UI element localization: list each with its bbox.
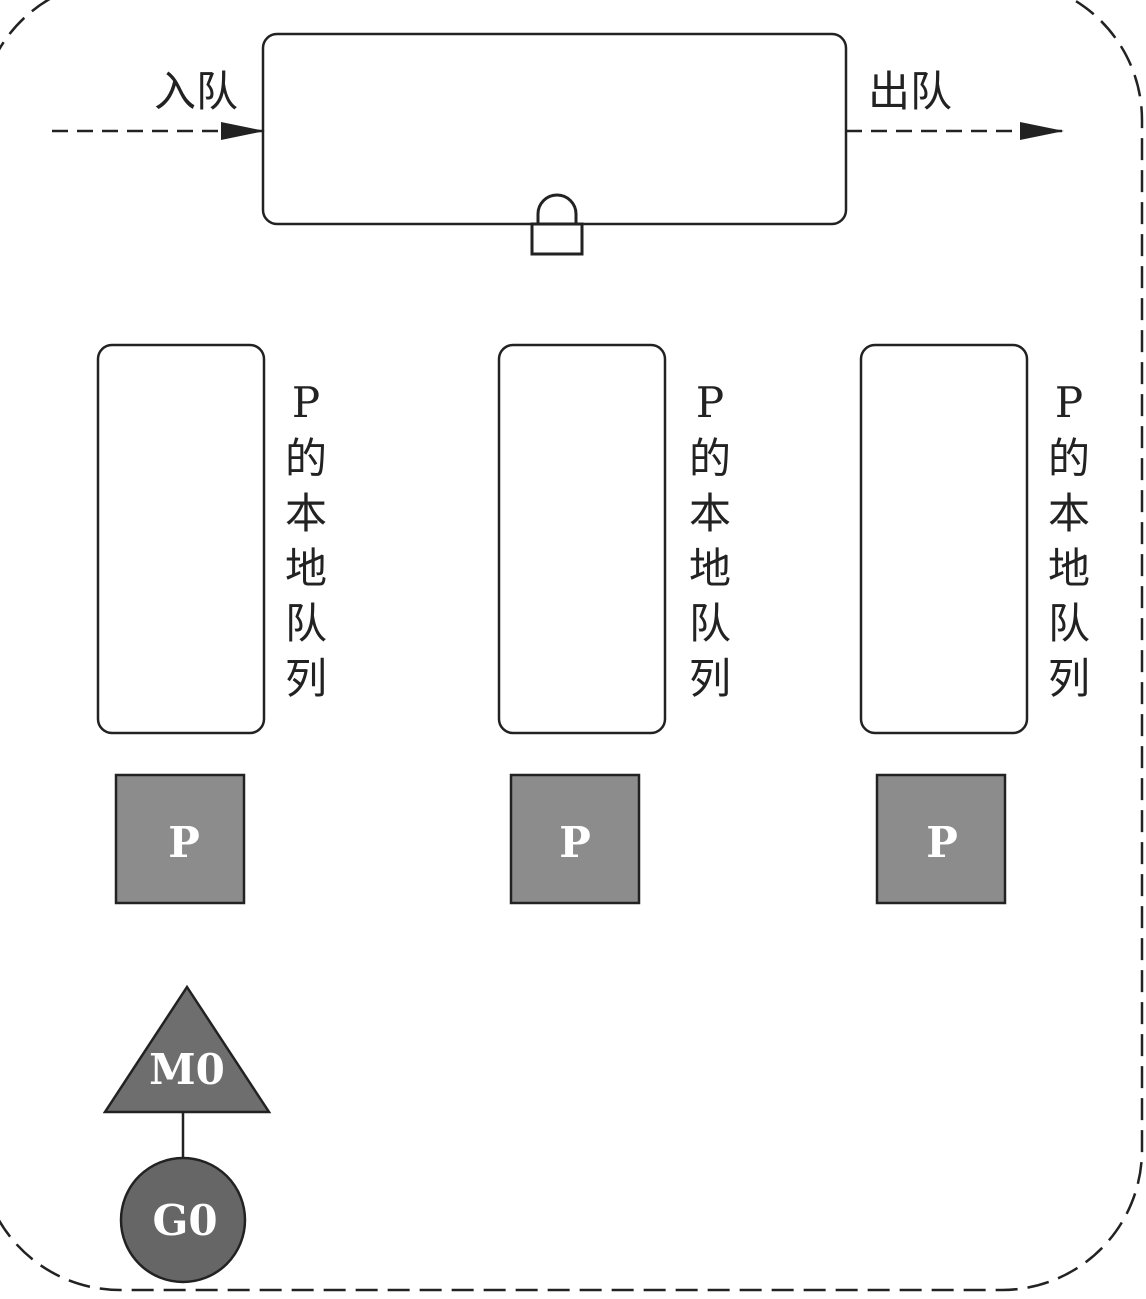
local-queue-label-char: 的 xyxy=(285,434,327,483)
local-queue-label-char: 本 xyxy=(285,489,327,538)
goroutine-circle xyxy=(119,1156,247,1284)
local-queue-label-char: 地 xyxy=(689,544,731,593)
local-queue-label-char: 列 xyxy=(1048,654,1090,703)
local-queue-label-char: 列 xyxy=(285,654,327,703)
local-queue-label-char: 本 xyxy=(1048,489,1090,538)
local-queue-box xyxy=(96,343,266,735)
processor-1: P xyxy=(114,773,246,905)
local-queue-box xyxy=(859,343,1029,735)
processor-box xyxy=(114,773,246,905)
lock-icon xyxy=(530,193,584,256)
local-queue-label-char: 队 xyxy=(689,599,731,648)
goroutine-label: G0 xyxy=(152,1196,217,1245)
processor-label: P xyxy=(559,818,591,867)
processor-box xyxy=(875,773,1007,905)
local-queue-label-char: P xyxy=(1055,378,1083,427)
local-queue-label-char: 队 xyxy=(285,599,327,648)
local-queue-label-char: 的 xyxy=(689,434,731,483)
local-queue-label-char: 列 xyxy=(689,654,731,703)
machine-label: M0 xyxy=(149,1045,225,1094)
local-queue-2: P 的 本 地 队 列 xyxy=(497,343,731,735)
local-queue-label-char: P xyxy=(696,378,724,427)
processor-label: P xyxy=(926,818,958,867)
machine-m0: M0 xyxy=(102,984,272,1114)
local-queue-3: P 的 本 地 队 列 xyxy=(859,343,1090,735)
dequeue-label: 出队 xyxy=(868,67,952,116)
goroutine-g0: G0 xyxy=(119,1156,247,1284)
machine-triangle xyxy=(102,984,272,1114)
local-queue-label-char: 的 xyxy=(1048,434,1090,483)
local-queue-label-char: 地 xyxy=(285,544,327,593)
enqueue-label: 入队 xyxy=(154,67,238,116)
processor-2: P xyxy=(509,773,641,905)
processor-3: P xyxy=(875,773,1007,905)
local-queue-box xyxy=(497,343,667,735)
local-queue-label-char: P xyxy=(292,378,320,427)
local-queue-label-char: 队 xyxy=(1048,599,1090,648)
local-queue-1: P 的 本 地 队 列 xyxy=(96,343,327,735)
processor-label: P xyxy=(168,818,200,867)
processor-box xyxy=(509,773,641,905)
local-queue-label-char: 本 xyxy=(689,489,731,538)
local-queue-label-char: 地 xyxy=(1048,544,1090,593)
